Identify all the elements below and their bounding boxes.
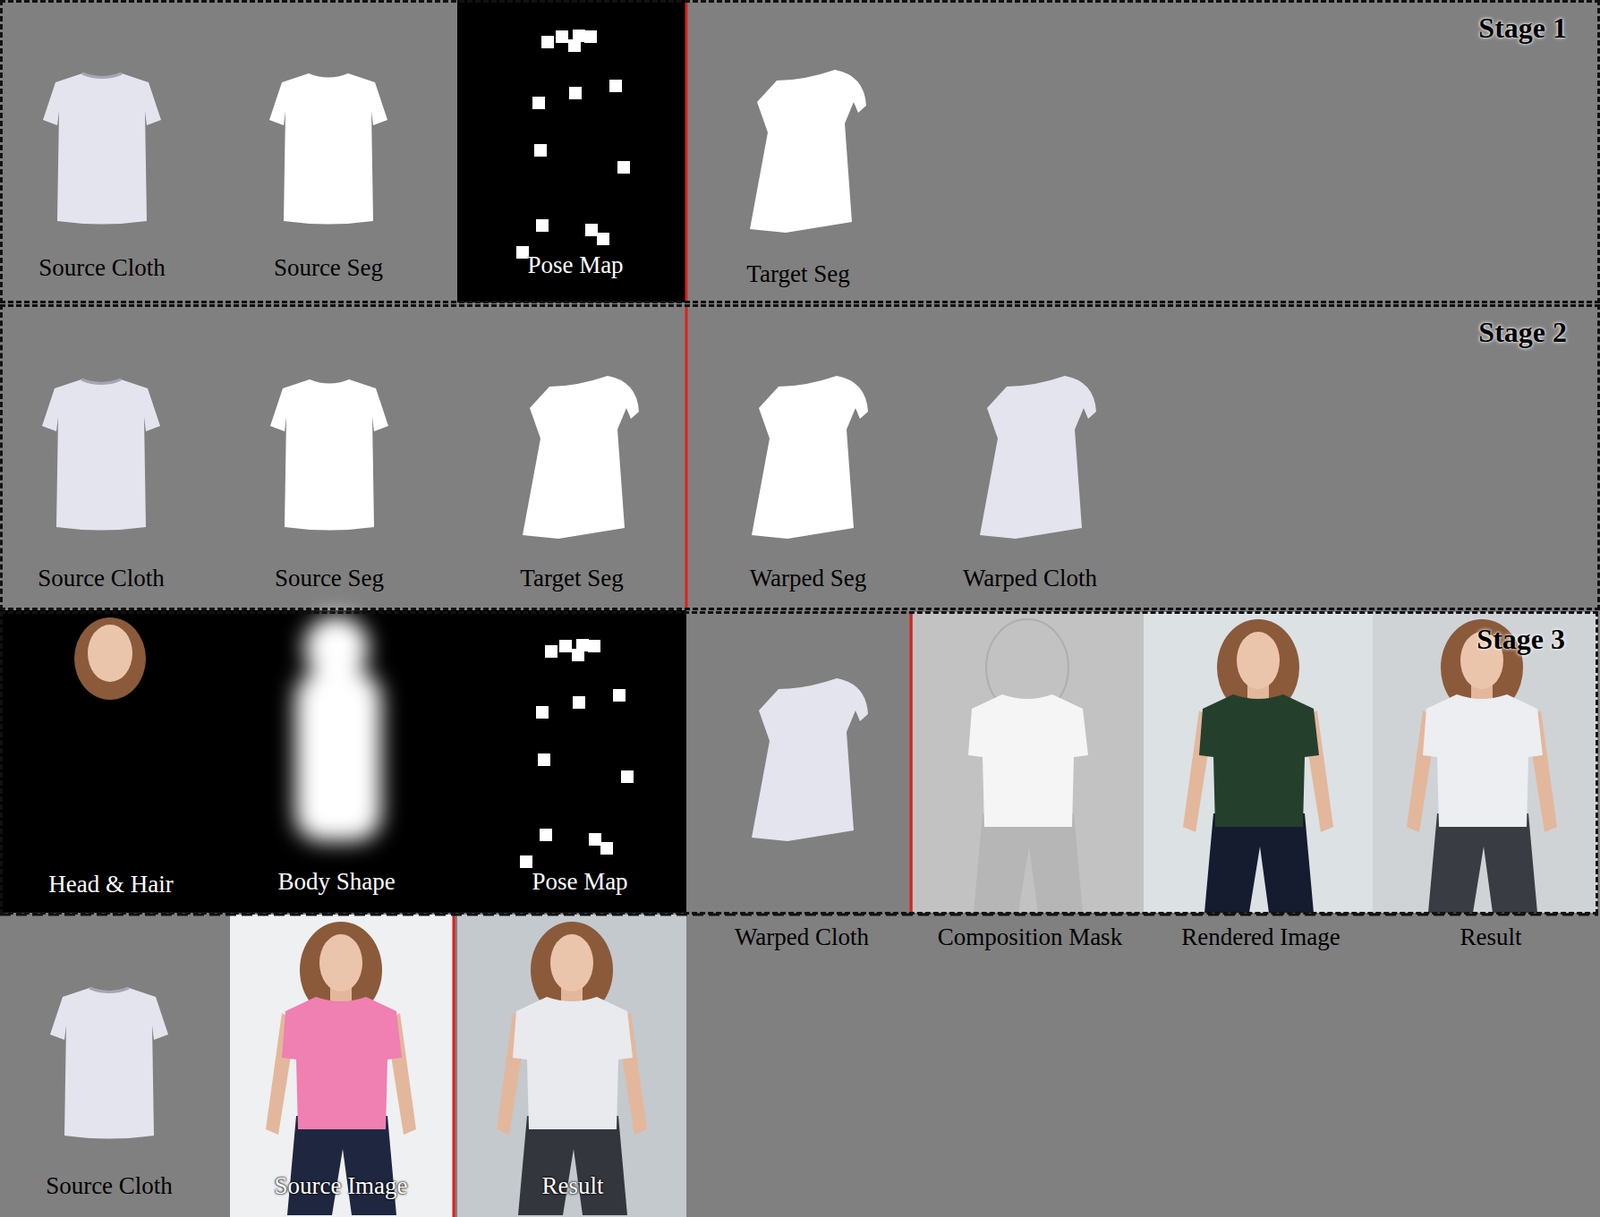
illustration-part [1422,694,1543,827]
source-cloth [42,73,162,225]
rendered-image [1143,612,1373,913]
caption: Rendered Image [1181,923,1341,952]
caption: Pose Map [531,868,628,896]
caption: Result [541,1172,604,1200]
caption: Composition Mask [937,923,1123,952]
warped-cloth [979,375,1097,539]
illustration-part [1428,813,1538,913]
separator [685,0,689,303]
caption: Result [1459,923,1522,952]
pose-map-panel [457,0,687,303]
caption: Source Cloth [45,1172,173,1200]
stage3-art [0,610,1598,913]
stage-title: Stage 3 [1476,622,1566,656]
source-seg [270,379,389,531]
caption: Pose Map [527,251,623,280]
separator [685,304,689,610]
caption: Warped Seg [749,564,868,593]
caption: Source Image [273,1172,408,1200]
result-image [1372,612,1598,913]
caption: Source Seg [273,254,383,282]
rendered-figure [1182,619,1334,913]
illustration-part [304,615,369,681]
caption: Warped Cloth [962,564,1098,593]
caption: Head & Hair [48,870,173,899]
illustration-part [265,921,417,1135]
illustration-part [512,996,633,1130]
warped-cloth [751,678,869,842]
body-shape [295,615,382,842]
illustration-part [295,671,382,842]
illustration-part [968,694,1089,827]
caption: Source Seg [274,564,384,593]
stage2-art [42,304,1097,610]
stage-panel: Stage 3 [0,611,1599,915]
illustration-part [1199,694,1320,827]
warped-seg [751,375,869,539]
caption: Target Seg [746,260,850,289]
separator [452,914,456,1217]
bottom-art [0,914,1599,1217]
illustration-part [518,1115,628,1216]
illustration-part [1204,813,1314,913]
head-hair [74,617,146,700]
caption: Source Cloth [37,564,165,593]
illustration-part [496,921,647,1135]
caption: Target Seg [519,564,623,593]
illustration-part [281,996,402,1130]
source-seg [269,73,388,225]
input-panel [0,610,687,913]
stage-title: Stage 1 [1478,11,1567,45]
pose-keypoints [516,29,630,259]
stage1-art [42,0,867,303]
pose-keypoints [519,638,634,869]
stage-panel: Stage 1 [0,0,1600,304]
stage-title: Stage 2 [1478,315,1567,349]
result-figure [1406,619,1558,913]
source-image [229,914,453,1217]
target-seg [522,375,639,539]
composition-mask [912,612,1144,913]
illustration-part [74,617,146,700]
caption: Warped Cloth [734,923,869,952]
result-figure [496,921,647,1216]
illustration-part [1182,619,1334,833]
mask-figure [968,619,1089,913]
caption: Body Shape [277,868,395,896]
source-cloth [42,379,161,531]
source-figure [265,921,417,1216]
target-seg [749,69,867,233]
caption: Source Cloth [38,254,166,282]
illustration-part [287,1115,397,1216]
separator [910,612,913,913]
illustration-part [973,813,1083,913]
stage-panel: Stage 2 [0,304,1600,611]
result-image [457,914,687,1217]
illustration-part [87,624,133,682]
source-cloth [50,987,169,1140]
